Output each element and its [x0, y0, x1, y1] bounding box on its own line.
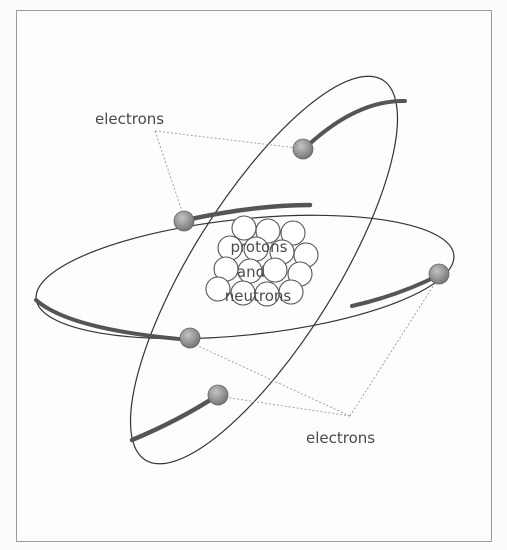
- electron: [292, 138, 314, 160]
- nucleon: [255, 218, 281, 244]
- electrons-label-bottom: electrons: [306, 429, 375, 447]
- electron: [179, 327, 201, 349]
- nucleon: [278, 279, 304, 305]
- electron: [173, 210, 195, 232]
- nucleus-label-line3: neutrons: [225, 287, 292, 305]
- electron-trail-bottom: [129, 392, 221, 443]
- nucleus-label-line1: protons: [231, 238, 288, 256]
- nucleon: [205, 276, 231, 302]
- leaders-bottom: [195, 279, 438, 417]
- electron-trail-top: [301, 98, 407, 152]
- orbit-tilted: [129, 75, 399, 465]
- electron-trail-upper-left: [183, 202, 313, 223]
- electron: [428, 263, 450, 285]
- electrons-label-top: electrons: [95, 110, 164, 128]
- electron-trail-left: [34, 298, 192, 342]
- leaders-top: [154, 130, 298, 215]
- nucleon: [262, 257, 288, 283]
- nucleus: [205, 215, 319, 307]
- electron: [207, 384, 229, 406]
- electron-trail-right: [350, 273, 441, 308]
- electrons: [173, 138, 450, 406]
- nucleus-label-line2: and: [237, 263, 265, 281]
- nucleon: [231, 215, 257, 241]
- nucleon: [280, 220, 306, 246]
